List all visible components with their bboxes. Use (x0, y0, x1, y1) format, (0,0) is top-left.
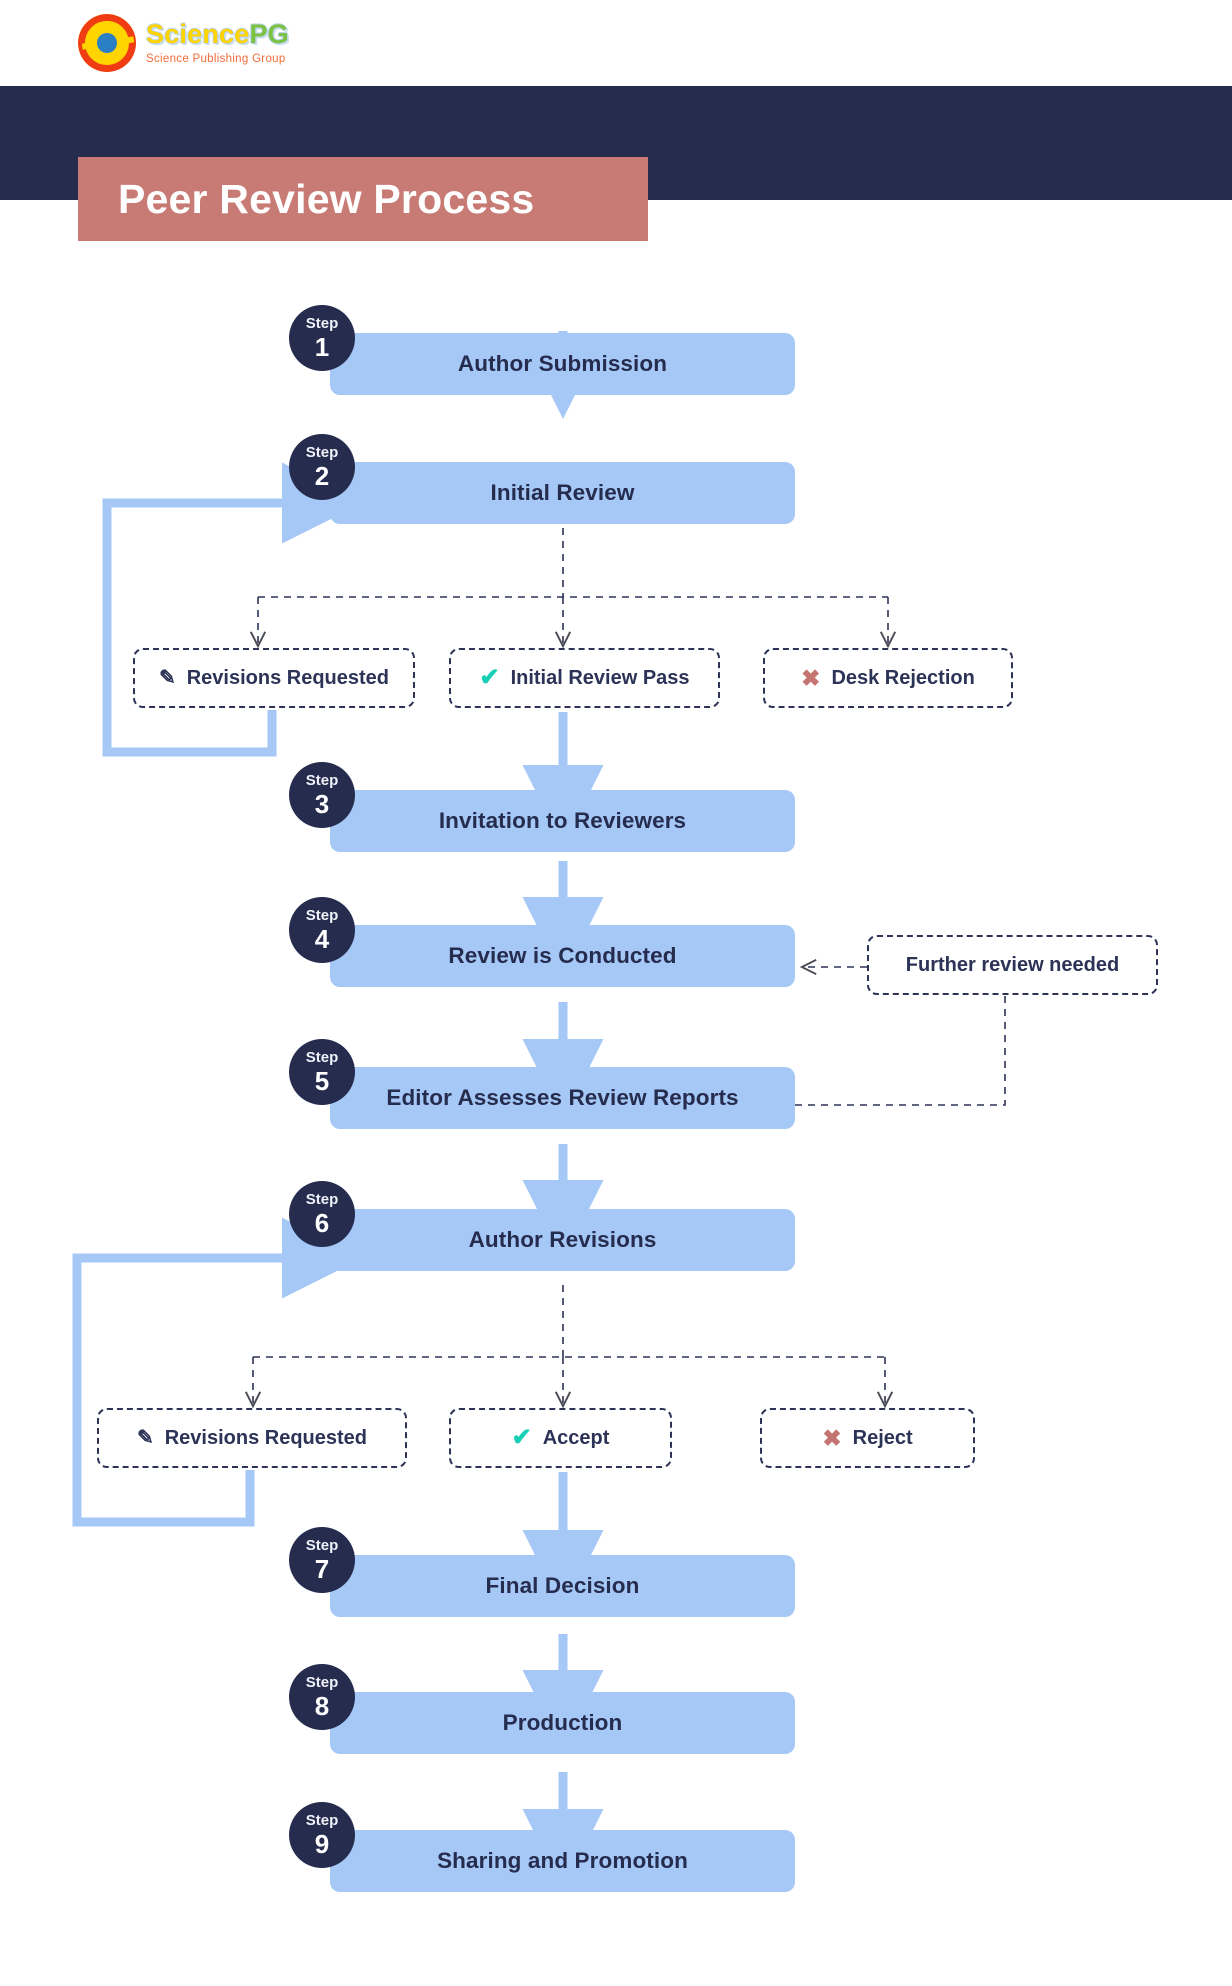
decision-initial-review-pass-label: Initial Review Pass (510, 666, 690, 689)
decision-revisions-requested-2[interactable]: ✎ Revisions Requested (97, 1408, 407, 1468)
decision-reject-label: Reject (852, 1426, 913, 1449)
step-node-6[interactable]: Author Revisions (330, 1209, 795, 1271)
decision-revisions-requested-1-label: Revisions Requested (186, 666, 390, 689)
step-node-8-label: Production (502, 1710, 623, 1735)
step-badge-2-word: Step (305, 444, 339, 461)
cross-icon: ✖ (822, 1424, 842, 1451)
brand-name-part2: PG (249, 18, 289, 49)
sciencepg-circle-logo (78, 14, 136, 72)
brand-name-part1: Science (146, 18, 250, 49)
step-badge-9-number: 9 (314, 1829, 330, 1859)
note-further-review-needed-label: Further review needed (905, 953, 1120, 976)
brand-tagline: Science Publishing Group (146, 52, 286, 65)
decision-accept-label: Accept (542, 1426, 610, 1449)
step-node-7[interactable]: Final Decision (330, 1555, 795, 1617)
check-icon: ✔ (479, 664, 500, 691)
step-badge-5-number: 5 (314, 1066, 330, 1096)
decision-revisions-requested-2-label: Revisions Requested (164, 1426, 368, 1449)
step-badge-6-word: Step (305, 1191, 339, 1208)
step-node-4-label: Review is Conducted (448, 943, 677, 968)
step-node-1[interactable]: Author Submission (330, 333, 795, 395)
step-badge-4-word: Step (305, 907, 339, 924)
step-node-5[interactable]: Editor Assesses Review Reports (330, 1067, 795, 1129)
step-badge-5-word: Step (305, 1049, 339, 1066)
brand-logo: SciencePG Science Publishing Group (78, 14, 289, 72)
step-node-1-label: Author Submission (457, 351, 668, 376)
step-badge-4: Step 4 (289, 897, 355, 963)
pencil-icon: ✎ (136, 1427, 154, 1449)
pencil-icon: ✎ (158, 667, 176, 689)
step-node-2-label: Initial Review (490, 480, 635, 505)
step-badge-6: Step 6 (289, 1181, 355, 1247)
step-badge-1: Step 1 (289, 305, 355, 371)
decision-desk-rejection[interactable]: ✖ Desk Rejection (763, 648, 1013, 708)
step-node-9[interactable]: Sharing and Promotion (330, 1830, 795, 1892)
step-node-2[interactable]: Initial Review (330, 462, 795, 524)
step-badge-5: Step 5 (289, 1039, 355, 1105)
check-icon: ✔ (511, 1424, 532, 1451)
step-badge-9-word: Step (305, 1812, 339, 1829)
step-badge-6-number: 6 (314, 1208, 330, 1238)
page-title: Peer Review Process (78, 157, 648, 241)
step-badge-1-word: Step (305, 315, 339, 332)
page-title-text: Peer Review Process (118, 175, 535, 222)
step-badge-8: Step 8 (289, 1664, 355, 1730)
decision-desk-rejection-label: Desk Rejection (831, 666, 975, 689)
decision-revisions-requested-1[interactable]: ✎ Revisions Requested (133, 648, 415, 708)
step-node-3[interactable]: Invitation to Reviewers (330, 790, 795, 852)
step-badge-3-number: 3 (314, 789, 330, 819)
step-badge-7-number: 7 (314, 1554, 330, 1584)
decision-initial-review-pass[interactable]: ✔ Initial Review Pass (449, 648, 720, 708)
brand-name: SciencePG (146, 18, 289, 49)
brand-text: SciencePG Science Publishing Group (146, 18, 289, 66)
logo-bar: SciencePG Science Publishing Group (0, 0, 1232, 86)
step-node-6-label: Author Revisions (468, 1227, 657, 1252)
step-badge-7-word: Step (305, 1537, 339, 1554)
step-badge-3-word: Step (305, 772, 339, 789)
step-badge-2-number: 2 (314, 461, 330, 491)
step-badge-9: Step 9 (289, 1802, 355, 1868)
step-badge-8-word: Step (305, 1674, 339, 1691)
step-node-5-label: Editor Assesses Review Reports (386, 1085, 739, 1110)
step-badge-7: Step 7 (289, 1527, 355, 1593)
step-badge-2: Step 2 (289, 434, 355, 500)
step-badge-8-number: 8 (314, 1691, 330, 1721)
step-badge-4-number: 4 (314, 924, 330, 954)
decision-accept[interactable]: ✔ Accept (449, 1408, 672, 1468)
step-node-8[interactable]: Production (330, 1692, 795, 1754)
step-node-9-label: Sharing and Promotion (437, 1848, 688, 1873)
step-node-3-label: Invitation to Reviewers (438, 808, 687, 833)
cross-icon: ✖ (801, 664, 821, 691)
step-node-4[interactable]: Review is Conducted (330, 925, 795, 987)
decision-reject[interactable]: ✖ Reject (760, 1408, 975, 1468)
note-further-review-needed[interactable]: Further review needed (867, 935, 1158, 995)
step-badge-1-number: 1 (314, 332, 330, 362)
step-node-7-label: Final Decision (485, 1573, 640, 1598)
step-badge-3: Step 3 (289, 762, 355, 828)
